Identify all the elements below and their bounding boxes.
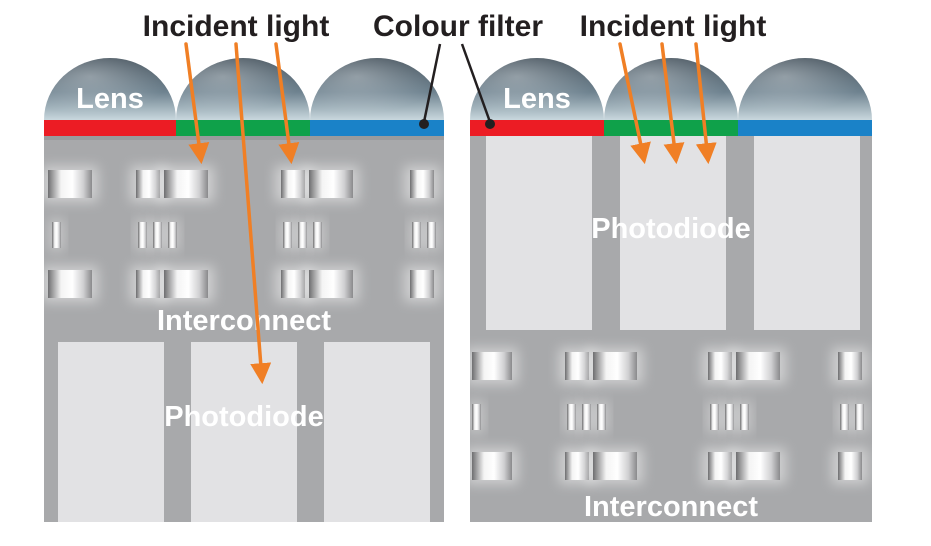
left-photodiode-2 bbox=[191, 342, 297, 522]
metal-via bbox=[710, 404, 719, 430]
right-photodiode-2 bbox=[620, 136, 726, 330]
metal-block bbox=[164, 170, 208, 198]
left-filter-blue bbox=[310, 120, 444, 136]
right-photodiode-row bbox=[486, 136, 860, 330]
right-arrow-2 bbox=[660, 42, 685, 165]
metal-via bbox=[597, 404, 606, 430]
metal-block bbox=[736, 452, 780, 480]
metal-block bbox=[309, 170, 353, 198]
left-arrow-3 bbox=[274, 42, 300, 165]
metal-via bbox=[840, 404, 849, 430]
front-illuminated-sensor: Interconnect Photodiode Lens bbox=[42, 58, 444, 522]
left-photodiode-row bbox=[58, 342, 430, 522]
leader-colour-filter-left bbox=[422, 43, 442, 123]
metal-via bbox=[427, 222, 436, 248]
right-lens-label: Lens bbox=[503, 83, 571, 115]
incident-light-label-left: Incident light bbox=[143, 10, 330, 43]
right-arrow-1 bbox=[618, 42, 651, 165]
metal-block bbox=[164, 270, 208, 298]
left-interconnect-layer bbox=[42, 166, 440, 302]
metal-block bbox=[472, 352, 512, 380]
metal-block bbox=[281, 170, 305, 198]
left-lens-row bbox=[44, 58, 444, 120]
right-interconnect-layer bbox=[466, 348, 868, 484]
metal-block bbox=[708, 352, 732, 380]
metal-via bbox=[740, 404, 749, 430]
metal-block bbox=[136, 170, 160, 198]
right-photodiode-1 bbox=[486, 136, 592, 330]
right-photodiode-label: Photodiode bbox=[591, 213, 750, 245]
metal-block bbox=[136, 270, 160, 298]
metal-via bbox=[855, 404, 864, 430]
metal-via bbox=[582, 404, 591, 430]
leader-dot-left bbox=[419, 119, 429, 129]
left-arrow-1 bbox=[184, 42, 210, 165]
leader-dot-right bbox=[485, 119, 495, 129]
metal-via bbox=[567, 404, 576, 430]
right-filter-blue bbox=[738, 120, 872, 136]
metal-block bbox=[472, 452, 512, 480]
right-interconnect-label: Interconnect bbox=[584, 491, 758, 523]
metal-via bbox=[298, 222, 307, 248]
left-interconnect-label: Interconnect bbox=[157, 305, 331, 337]
metal-block bbox=[281, 270, 305, 298]
leader-colour-filter-right bbox=[460, 43, 492, 123]
left-filter-red bbox=[44, 120, 176, 136]
metal-via bbox=[472, 404, 481, 430]
left-lens-label: Lens bbox=[76, 83, 144, 115]
colour-filter-label: Colour filter bbox=[373, 10, 543, 43]
right-arrow-3 bbox=[694, 42, 717, 165]
metal-block bbox=[565, 352, 589, 380]
metal-block bbox=[736, 352, 780, 380]
right-lens-row bbox=[470, 58, 872, 120]
metal-via bbox=[168, 222, 177, 248]
metal-via bbox=[313, 222, 322, 248]
right-photodiode-3 bbox=[754, 136, 860, 330]
metal-via bbox=[52, 222, 61, 248]
right-filter-red bbox=[470, 120, 604, 136]
metal-via bbox=[725, 404, 734, 430]
metal-via bbox=[412, 222, 421, 248]
leader-lines bbox=[422, 43, 492, 123]
left-photodiode-3 bbox=[324, 342, 430, 522]
metal-block bbox=[593, 352, 637, 380]
left-photodiode-1 bbox=[58, 342, 164, 522]
metal-block bbox=[410, 170, 434, 198]
left-colour-filter bbox=[44, 120, 444, 136]
metal-via bbox=[283, 222, 292, 248]
incident-light-arrows bbox=[184, 42, 717, 385]
left-arrow-2 bbox=[234, 42, 272, 385]
metal-block bbox=[309, 270, 353, 298]
metal-block bbox=[838, 352, 862, 380]
metal-block bbox=[48, 170, 92, 198]
metal-block bbox=[48, 270, 92, 298]
back-illuminated-sensor: Photodiode Interconnect Lens bbox=[466, 58, 872, 523]
metal-via bbox=[153, 222, 162, 248]
metal-block bbox=[838, 452, 862, 480]
metal-block bbox=[565, 452, 589, 480]
left-photodiode-label: Photodiode bbox=[164, 401, 323, 433]
metal-block bbox=[593, 452, 637, 480]
metal-block bbox=[410, 270, 434, 298]
incident-light-label-right: Incident light bbox=[580, 10, 767, 43]
metal-block bbox=[708, 452, 732, 480]
metal-via bbox=[138, 222, 147, 248]
